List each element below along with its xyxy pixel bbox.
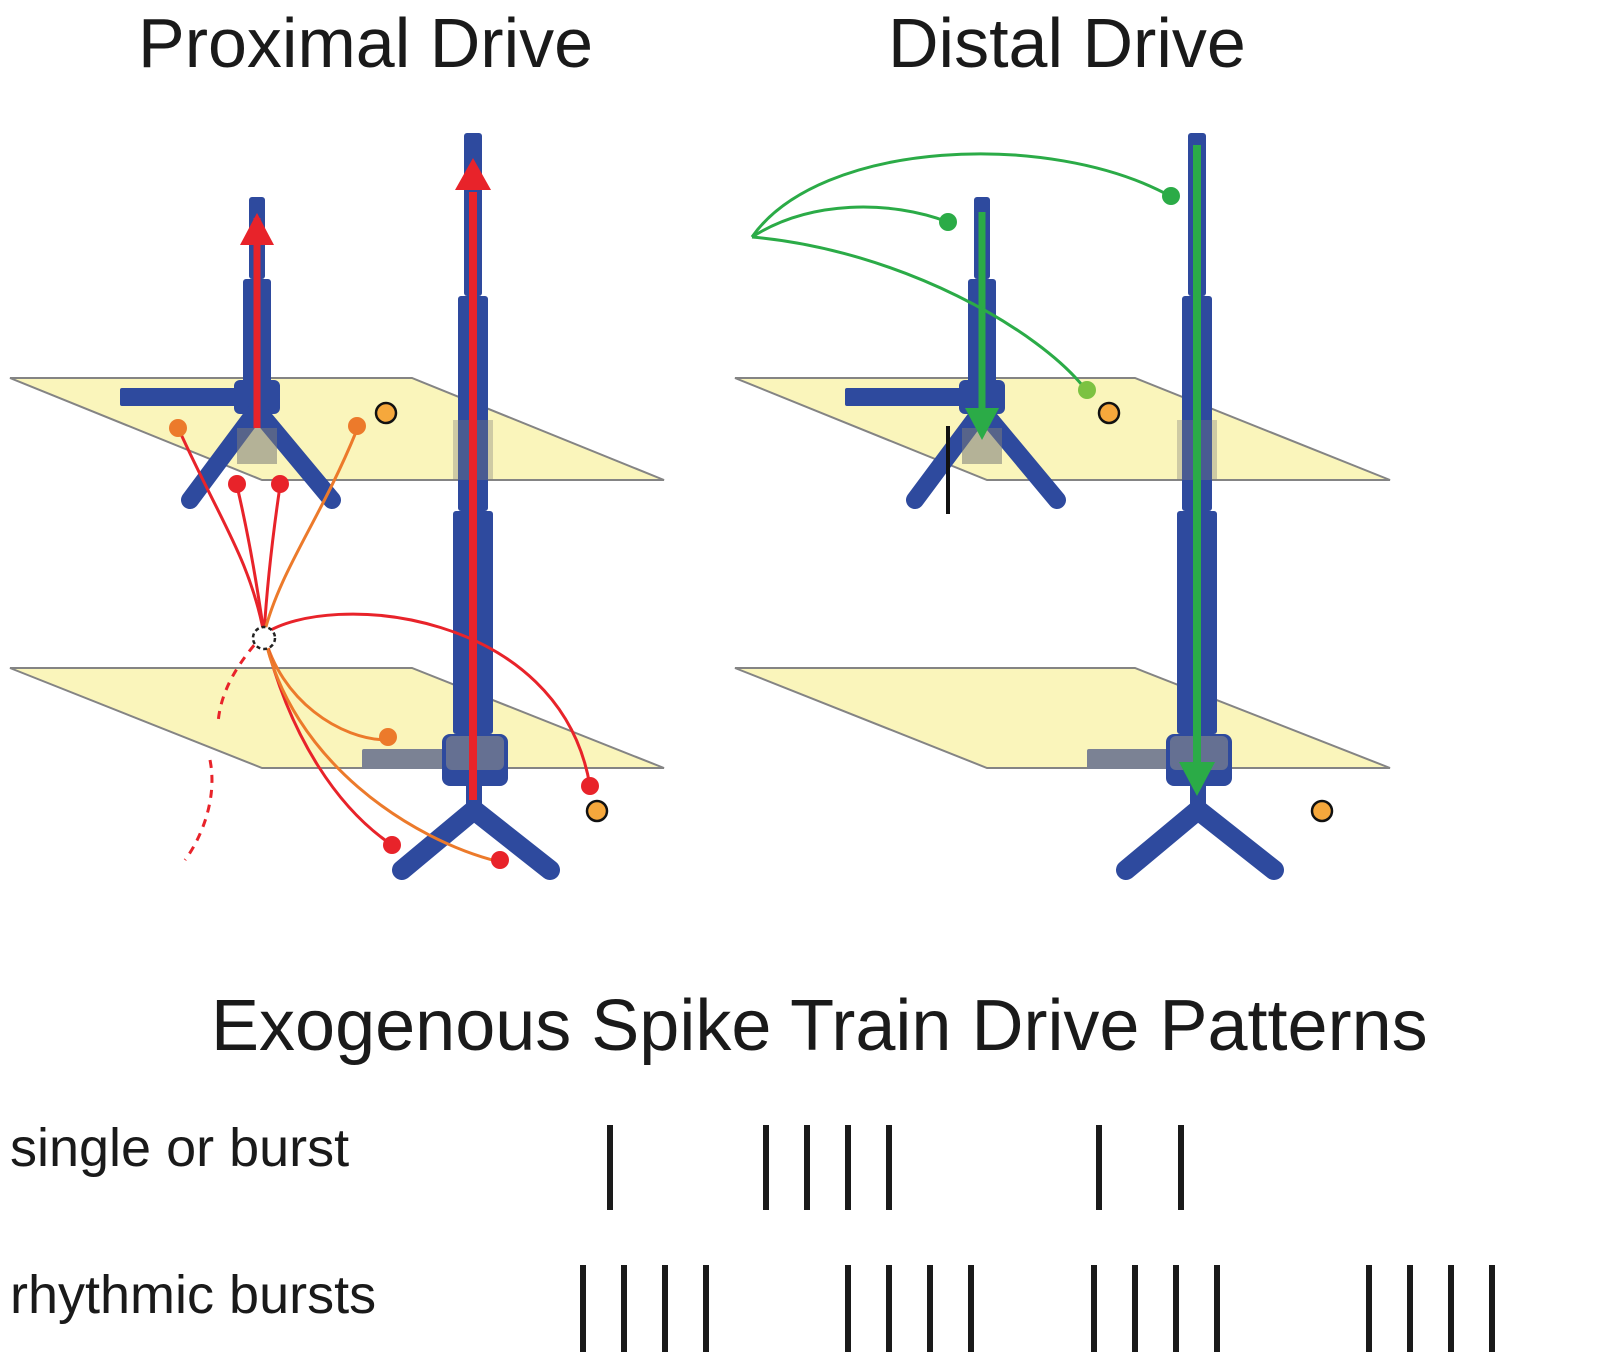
distal-synapses: [939, 187, 1180, 399]
proximal-interneurons: [374, 401, 609, 823]
input-origin-node: [251, 625, 277, 651]
proximal-synapses: [169, 417, 599, 869]
single-or-burst-label: single or burst: [10, 1118, 350, 1178]
tall-pyramidal-neuron: [362, 133, 560, 880]
upper-layer-plane: [9, 377, 665, 481]
rhythmic-bursts-label: rhythmic bursts: [10, 1265, 377, 1325]
upper-pyramidal-neuron: [120, 197, 341, 509]
proximal-panel: [9, 133, 665, 880]
distal-input-fibers: [750, 152, 1171, 391]
proximal-input-fibers: [178, 431, 592, 864]
proximal-drive-title: Proximal Drive: [138, 4, 594, 82]
single-or-burst-train: [607, 1125, 1184, 1210]
lower-layer-plane-distal: [734, 667, 1391, 769]
distal-interneurons: [1097, 401, 1334, 823]
distal-drive-title: Distal Drive: [888, 4, 1246, 82]
upper-pyramidal-neuron-distal: [845, 197, 1066, 514]
rhythmic-bursts-train: [580, 1265, 1495, 1352]
distal-panel: [734, 133, 1391, 880]
spike-train-patterns-title: Exogenous Spike Train Drive Patterns: [211, 986, 1428, 1066]
upper-layer-plane-distal: [734, 377, 1391, 481]
tall-pyramidal-neuron-distal: [1087, 133, 1284, 880]
